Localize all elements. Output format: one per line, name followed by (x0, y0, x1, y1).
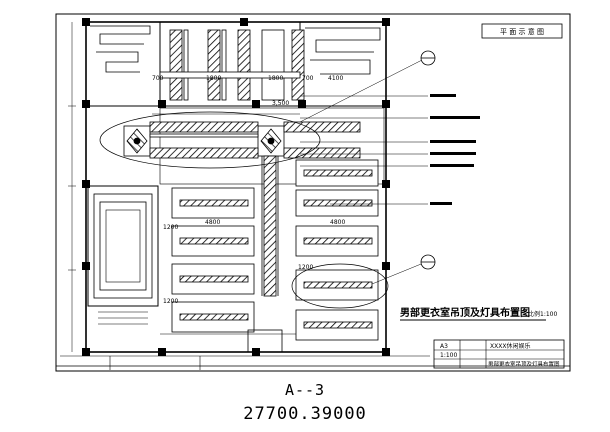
sheet-size-caption: 27700.39000 (243, 404, 367, 424)
titleblock-sheet-no: A3 (440, 343, 448, 350)
titleblock-sheet-title: 男部更衣室吊顶及灯具布置图 (488, 360, 560, 368)
drawing-title: 男部更衣室吊顶及灯具布置图 (400, 306, 530, 319)
titleblock-scale: 1:100 (440, 352, 457, 359)
legend-heading: 平 面 示 意 图 (500, 27, 544, 36)
dimension-right-1: 1200 (298, 264, 313, 271)
legend-box: 平 面 示 意 图 (481, 23, 563, 39)
dimension-text: 3,500 1200 1200 4800 4800 1200 700 1800 … (152, 75, 345, 305)
dimension-left-1: 1200 (163, 224, 178, 231)
dimension-lines (68, 22, 300, 352)
annotation-marks (430, 94, 480, 205)
left-ceiling-panels (171, 187, 255, 333)
panel-callout-ellipse (291, 263, 389, 309)
corridor-ceiling (123, 121, 361, 297)
dimension-corridor: 3,500 (272, 100, 289, 107)
titleblock-project: XXXX休闲娱乐 (490, 342, 530, 350)
left-lounge-block (87, 185, 159, 325)
dimension-top-2: 1800 (206, 75, 221, 82)
dimension-left-2: 1200 (163, 298, 178, 305)
dimension-left-panel: 4800 (205, 219, 220, 226)
title-block (60, 339, 565, 370)
drawing-scale: 比例1:100 (528, 310, 557, 318)
dimension-top-3: 1800 (268, 75, 283, 82)
sheet-frame (55, 13, 571, 372)
entry-box (247, 329, 283, 353)
sheet-code-caption: A--3 (284, 381, 326, 399)
dimension-top-5: 4100 (328, 75, 343, 82)
upper-light-strips (159, 29, 305, 101)
dimension-top-1: 700 (152, 75, 164, 82)
dimension-right-panel: 4800 (330, 219, 345, 226)
leader-lines (299, 57, 428, 285)
right-ceiling-panels (295, 159, 379, 341)
section-markers (420, 50, 436, 270)
corridor-callout-ellipse (99, 111, 321, 169)
dimension-top-4: 700 (302, 75, 314, 82)
